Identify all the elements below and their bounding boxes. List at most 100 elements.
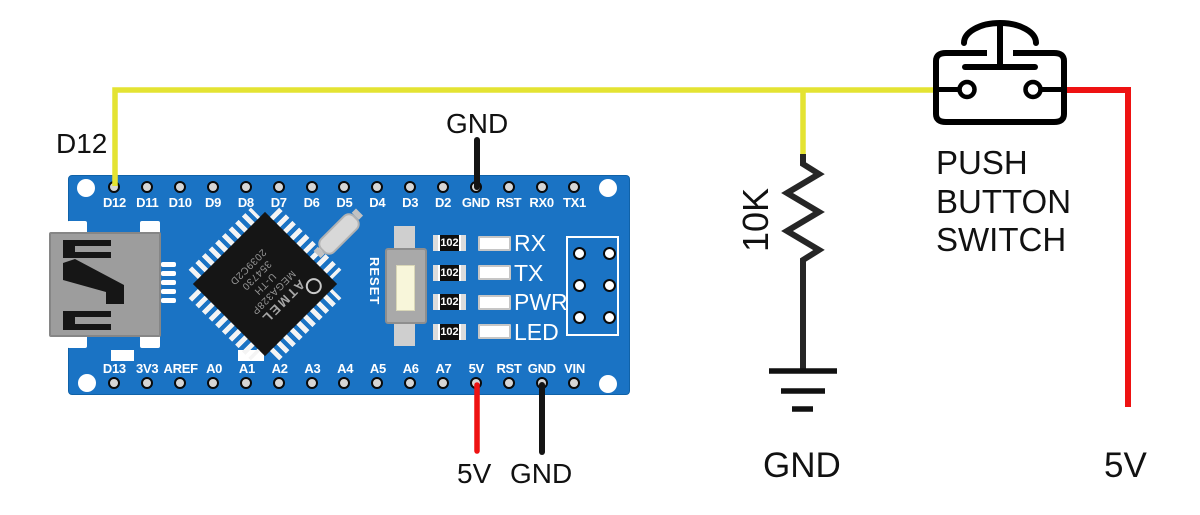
pin-label: D10 — [168, 195, 192, 210]
pin-label: GND — [461, 195, 490, 210]
pin-label: A4 — [337, 361, 354, 376]
pin-label: D9 — [204, 195, 222, 210]
led-label: LED — [514, 318, 559, 345]
pin-hole — [568, 377, 581, 389]
pin-hole — [207, 181, 219, 193]
pin-hole — [305, 181, 318, 193]
icsp-pin-hole — [573, 279, 586, 292]
resistor-code: 102 — [440, 296, 459, 308]
pin-hole — [404, 377, 417, 389]
pin-hole — [437, 181, 450, 193]
pin-label: TX1 — [562, 195, 586, 210]
pin-hole — [174, 181, 187, 193]
pin-hole — [141, 181, 154, 193]
5v-right-label: 5V — [1104, 446, 1147, 485]
gnd-top-label: GND — [446, 108, 509, 139]
pin-label: D5 — [336, 195, 353, 210]
led-label: PWR — [514, 289, 568, 315]
usb-pad — [67, 334, 87, 348]
usb-pad — [140, 221, 160, 235]
push-button-switch-label: PUSH BUTTON SWITCH — [936, 144, 1072, 258]
pin-hole — [272, 181, 285, 193]
reset-button-tab — [394, 322, 415, 346]
icsp-pin-hole — [573, 247, 586, 260]
pin-label: A1 — [238, 361, 255, 376]
atmega328p-chip: ATMEL MEGA328P U-TH 354730 2039C2D — [188, 207, 342, 361]
pin-hole — [338, 377, 351, 389]
icsp-pin-hole — [603, 247, 616, 260]
resistor-gnd-label: GND — [763, 446, 841, 485]
icsp-pin-hole — [603, 311, 616, 324]
wire-yellow-d12 — [112, 87, 936, 186]
mounting-hole — [599, 375, 617, 393]
pin-label: D12 — [102, 195, 126, 210]
pin-hole — [207, 377, 219, 389]
pin-label: A2 — [271, 361, 288, 376]
pin-hole — [437, 377, 450, 389]
usb-pin-pad — [161, 289, 176, 294]
pin-hole — [469, 377, 482, 389]
pin-hole — [469, 181, 482, 193]
pin-label: 3V3 — [136, 361, 159, 376]
led-row: 102 LED — [433, 318, 568, 345]
mounting-hole — [78, 374, 96, 392]
resistor-code: 102 — [440, 237, 459, 249]
icsp-header — [566, 236, 619, 336]
led-row: 102 PWR — [433, 289, 568, 315]
pin-hole — [371, 181, 384, 193]
pin-hole — [174, 377, 187, 389]
pin-hole — [141, 377, 154, 389]
smd-pad — [111, 350, 134, 361]
pin-label: D6 — [303, 195, 320, 210]
pin-label: D8 — [237, 195, 254, 210]
led-component — [478, 235, 511, 251]
ground-symbol — [769, 368, 837, 412]
usb-pad — [140, 334, 160, 348]
pin-label: A3 — [304, 361, 321, 376]
pin-label: A0 — [206, 361, 223, 376]
switch-button-cap-arc — [961, 20, 1039, 46]
pin-label: VIN — [564, 361, 585, 376]
pin-label: D3 — [402, 195, 419, 210]
usb-pin-pad — [161, 298, 176, 303]
reset-button-cap — [396, 265, 415, 311]
icsp-pin-hole — [573, 311, 586, 324]
pin-hole — [338, 181, 351, 193]
pin-label: AREF — [163, 361, 199, 376]
d12-label: D12 — [56, 128, 108, 159]
pin-label: D4 — [369, 195, 386, 210]
pin-label: A5 — [369, 361, 386, 376]
pin-hole — [568, 181, 581, 193]
bottom-pin-holes — [98, 376, 591, 390]
smd-resistor-102: 102 — [433, 235, 466, 251]
pin-label: D2 — [435, 195, 452, 210]
led-component — [478, 294, 511, 310]
pin-label: RX0 — [529, 195, 554, 210]
resistor-value-label: 10K — [735, 187, 776, 253]
pin-label: RST — [496, 195, 522, 210]
pin-hole — [404, 181, 417, 193]
wire-red-5v — [1062, 87, 1131, 407]
pin-label: A6 — [402, 361, 419, 376]
pin-label: 5V — [468, 361, 485, 376]
usb-pin-pad — [161, 280, 176, 285]
push-button-symbol — [933, 20, 1067, 125]
usb-pad — [67, 221, 87, 235]
led-row: 102 RX — [433, 230, 568, 256]
crystal-oscillator — [314, 209, 364, 259]
led-component — [478, 265, 511, 280]
pin-hole — [502, 181, 515, 193]
switch-terminal-right — [1023, 79, 1043, 100]
pin-label: D7 — [270, 195, 287, 210]
led-label: TX — [514, 259, 544, 286]
led-indicator-rows: 102 RX 102 TX 102 — [433, 230, 568, 345]
led-label: RX — [514, 230, 546, 256]
pin-label: GND — [527, 361, 556, 376]
mounting-hole — [77, 179, 95, 197]
switch-body — [933, 50, 1067, 125]
pin-hole — [535, 377, 548, 389]
smd-resistor-102: 102 — [433, 294, 466, 310]
